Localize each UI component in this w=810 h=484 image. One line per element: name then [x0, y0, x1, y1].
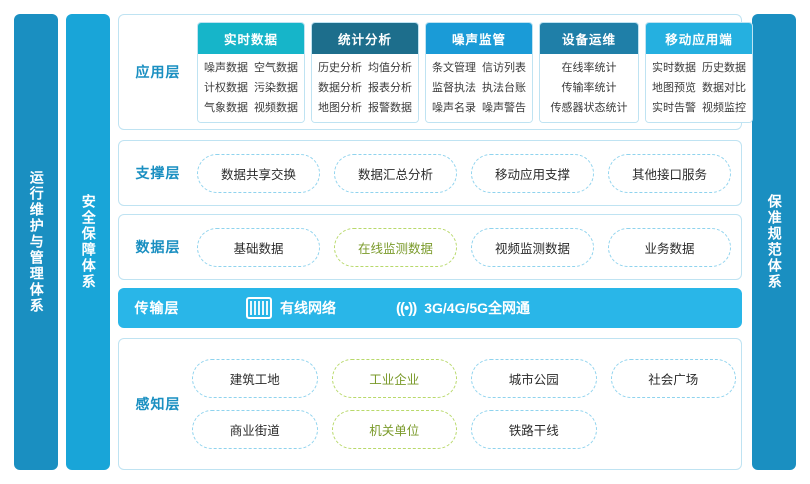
left-inner-label: 安全保障体系	[80, 194, 97, 290]
support-layer: 支撑层 数据共享交换 数据汇总分析 移动应用支撑 其他接口服务	[118, 140, 742, 206]
transmission-item-label: 3G/4G/5G全网通	[424, 300, 531, 316]
perception-chip[interactable]: 工业企业	[331, 359, 457, 398]
app-item[interactable]: 气象数据	[204, 101, 248, 114]
application-layer: 应用层 实时数据 噪声数据 空气数据 计权数据 污染数据 气象数据 视频数据	[118, 14, 753, 130]
app-item[interactable]: 执法台账	[482, 81, 526, 94]
app-item[interactable]: 地图预览	[652, 81, 696, 94]
application-group-list: 实时数据 噪声数据 空气数据 计权数据 污染数据 气象数据 视频数据 统计分析	[197, 18, 759, 127]
app-item[interactable]: 实时告警	[652, 101, 696, 114]
app-item[interactable]: 报表分析	[368, 81, 412, 94]
perception-layer-label: 感知层	[135, 396, 181, 412]
support-layer-body: 数据共享交换 数据汇总分析 移动应用支撑 其他接口服务	[197, 153, 741, 193]
perception-chip[interactable]: 商业街道	[192, 410, 318, 449]
app-item[interactable]: 报警数据	[368, 101, 412, 114]
transmission-layer-body: 有线网络 ((•)) 3G/4G/5G全网通	[196, 297, 742, 319]
app-group-mobile: 移动应用端 实时数据 历史数据 地图预览 数据对比 实时告警 视频监控	[645, 21, 753, 123]
app-group-title: 统计分析	[312, 22, 418, 54]
app-group-noise-supervision: 噪声监管 条文管理 信访列表 监督执法 执法台账 噪声名录 噪声警告	[425, 21, 533, 123]
support-chip[interactable]: 数据汇总分析	[334, 153, 457, 193]
right-outer-label: 保准规范体系	[766, 194, 783, 290]
app-item[interactable]: 传输率统计	[561, 81, 617, 94]
app-group-items: 实时数据 历史数据 地图预览 数据对比 实时告警 视频监控	[646, 53, 752, 122]
perception-chip[interactable]: 建筑工地	[192, 359, 318, 398]
data-chip[interactable]: 视频监测数据	[471, 227, 594, 267]
app-item[interactable]: 数据对比	[702, 81, 746, 94]
left-outer-label: 运行维护与管理体系	[28, 170, 45, 314]
app-item[interactable]: 历史数据	[702, 61, 746, 74]
perception-layer-body: 建筑工地 工业企业 城市公园 社会广场 商业街道 机关单位 铁路干线	[192, 349, 741, 459]
app-item[interactable]: 信访列表	[482, 61, 526, 74]
app-group-statistics: 统计分析 历史分析 均值分析 数据分析 报表分析 地图分析 报警数据	[311, 21, 419, 123]
perception-chip-row-2: 商业街道 机关单位 铁路干线	[192, 410, 746, 449]
app-item[interactable]: 噪声数据	[204, 61, 248, 74]
app-group-realtime: 实时数据 噪声数据 空气数据 计权数据 污染数据 气象数据 视频数据	[197, 21, 305, 123]
transmission-item-label: 有线网络	[280, 300, 336, 316]
app-group-title: 噪声监管	[426, 22, 532, 54]
app-group-title: 实时数据	[198, 22, 304, 54]
perception-layer: 感知层 建筑工地 工业企业 城市公园 社会广场 商业街道 机关单位 铁路干线	[118, 338, 742, 470]
transmission-item-wired[interactable]: 有线网络	[246, 297, 336, 319]
app-item[interactable]: 视频监控	[702, 101, 746, 114]
transmission-layer: 传输层 有线网络 ((•)) 3G/4G/5G全网通	[118, 288, 742, 328]
data-layer: 数据层 基础数据 在线监测数据 视频监测数据 业务数据	[118, 214, 742, 280]
data-chip[interactable]: 基础数据	[197, 227, 320, 267]
wireless-signal-icon: ((•))	[396, 299, 417, 317]
application-layer-body: 实时数据 噪声数据 空气数据 计权数据 污染数据 气象数据 视频数据 统计分析	[197, 18, 759, 127]
wired-network-icon	[246, 297, 272, 319]
app-group-items: 噪声数据 空气数据 计权数据 污染数据 气象数据 视频数据	[198, 53, 304, 122]
right-outer-band: 保准规范体系	[752, 14, 796, 470]
app-item[interactable]: 视频数据	[254, 101, 298, 114]
app-group-items: 在线率统计 传输率统计 传感器状态统计	[540, 53, 638, 122]
app-group-items: 条文管理 信访列表 监督执法 执法台账 噪声名录 噪声警告	[426, 53, 532, 122]
application-layer-label: 应用层	[135, 64, 181, 80]
perception-chip-row-1: 建筑工地 工业企业 城市公园 社会广场	[192, 359, 746, 398]
left-inner-band: 安全保障体系	[66, 14, 110, 470]
perception-chip[interactable]: 城市公园	[471, 359, 597, 398]
app-item[interactable]: 噪声名录	[432, 101, 476, 114]
data-chip[interactable]: 在线监测数据	[334, 227, 457, 267]
left-outer-band: 运行维护与管理体系	[14, 14, 58, 470]
app-group-title: 移动应用端	[646, 22, 752, 54]
support-chip[interactable]: 其他接口服务	[608, 153, 731, 193]
app-item[interactable]: 均值分析	[368, 61, 412, 74]
support-layer-label: 支撑层	[135, 165, 181, 181]
app-item[interactable]: 实时数据	[652, 61, 696, 74]
support-chip-list: 数据共享交换 数据汇总分析 移动应用支撑 其他接口服务	[197, 153, 741, 193]
app-item[interactable]: 计权数据	[204, 81, 248, 94]
data-chip[interactable]: 业务数据	[608, 227, 731, 267]
app-group-title: 设备运维	[540, 22, 638, 54]
app-group-device-ops: 设备运维 在线率统计 传输率统计 传感器状态统计	[539, 21, 639, 123]
perception-chip[interactable]: 机关单位	[331, 410, 457, 449]
app-item[interactable]: 污染数据	[254, 81, 298, 94]
app-item[interactable]: 数据分析	[318, 81, 362, 94]
layer-stack: 应用层 实时数据 噪声数据 空气数据 计权数据 污染数据 气象数据 视频数据	[118, 14, 753, 470]
app-item[interactable]: 监督执法	[432, 81, 476, 94]
app-item[interactable]: 噪声警告	[482, 101, 526, 114]
support-chip[interactable]: 数据共享交换	[197, 153, 320, 193]
data-layer-body: 基础数据 在线监测数据 视频监测数据 业务数据	[197, 227, 741, 267]
transmission-item-wireless[interactable]: ((•)) 3G/4G/5G全网通	[396, 298, 530, 318]
perception-chip[interactable]: 社会广场	[610, 359, 736, 398]
perception-chip[interactable]: 铁路干线	[471, 410, 597, 449]
app-item[interactable]: 传感器状态统计	[550, 101, 628, 114]
support-chip[interactable]: 移动应用支撑	[471, 153, 594, 193]
data-layer-label: 数据层	[135, 239, 181, 255]
data-chip-list: 基础数据 在线监测数据 视频监测数据 业务数据	[197, 227, 741, 267]
app-item[interactable]: 在线率统计	[561, 61, 617, 74]
transmission-layer-label: 传输层	[134, 300, 180, 316]
transmission-item-list: 有线网络 ((•)) 3G/4G/5G全网通	[196, 297, 530, 319]
app-group-items: 历史分析 均值分析 数据分析 报表分析 地图分析 报警数据	[312, 53, 418, 122]
app-item[interactable]: 条文管理	[432, 61, 476, 74]
app-item[interactable]: 历史分析	[318, 61, 362, 74]
app-item[interactable]: 地图分析	[318, 101, 362, 114]
app-item[interactable]: 空气数据	[254, 61, 298, 74]
